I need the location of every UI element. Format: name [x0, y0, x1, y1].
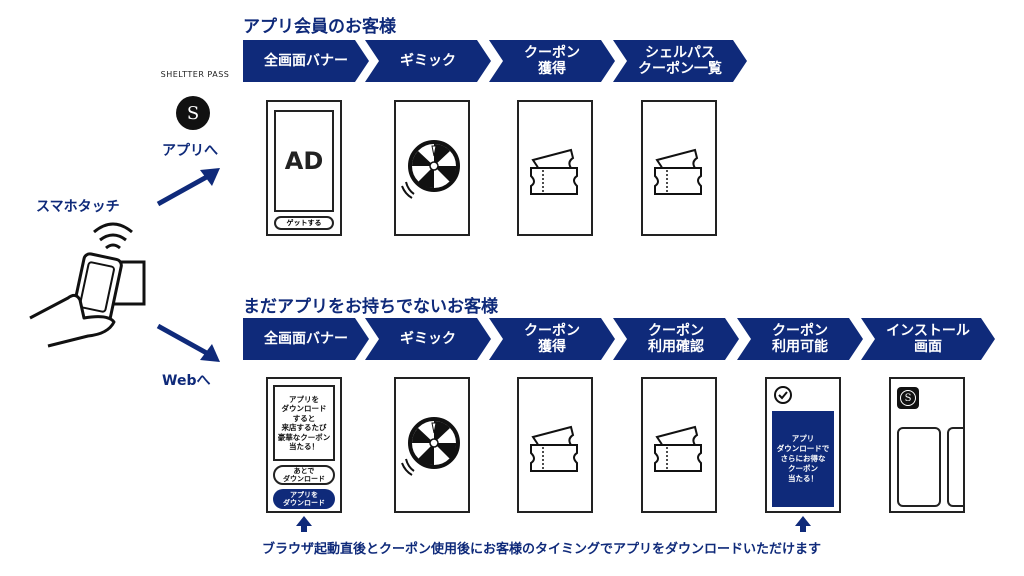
download-app-button[interactable]: アプリを ダウンロード: [273, 489, 335, 509]
arrow-to-app-icon: [156, 168, 220, 207]
banner-message: アプリを ダウンロード すると 来店するたび 豪華なクーポン 当たる！: [273, 385, 335, 461]
web-screen-coupon-get: [517, 377, 593, 513]
up-arrow-icon: [296, 516, 312, 532]
app-step-row: 全画面バナー ギミック クーポン 獲得 シェルパス クーポン一覧: [243, 40, 753, 82]
web-screen-install: S: [889, 377, 965, 513]
web-step-6: インストール 画面: [861, 318, 995, 360]
web-section-title: まだアプリをお持ちでないお客様: [243, 297, 498, 317]
to-app-label: アプリへ: [162, 143, 218, 159]
app-step-1: 全画面バナー: [243, 40, 369, 82]
web-screen-coupon-usable: アプリ ダウンロードで さらにお得な クーポン 当たる！: [765, 377, 841, 513]
coupon-ticket-icon: [530, 148, 578, 195]
ad-text: AD: [284, 147, 324, 175]
web-step-row: 全画面バナー ギミック クーポン 獲得 クーポン 利用確認 クーポン 利用可能 …: [243, 318, 998, 360]
app-screen-banner: AD ゲットする: [266, 100, 342, 236]
web-screen-coupon-confirm: [641, 377, 717, 513]
roulette-wheel-icon: [401, 417, 460, 476]
ad-banner: AD: [274, 110, 334, 212]
screenshot-card: [897, 427, 941, 507]
shelter-pass-logo-icon: S: [176, 96, 210, 130]
up-arrow-icon: [795, 516, 811, 532]
app-step-3: クーポン 獲得: [489, 40, 615, 82]
coupon-ticket-icon: [654, 425, 702, 472]
web-step-1: 全画面バナー: [243, 318, 369, 360]
hand-phone-touch-icon: [29, 222, 146, 348]
app-step-4: シェルパス クーポン一覧: [613, 40, 747, 82]
brand-label: SHELTTER PASS: [160, 70, 230, 79]
app-screen-coupon-list: [641, 100, 717, 236]
arrow-to-web-icon: [156, 323, 220, 362]
web-step-2: ギミック: [365, 318, 491, 360]
app-logo-letter: S: [900, 390, 916, 406]
to-web-label: Webへ: [162, 373, 211, 389]
web-step-3: クーポン 獲得: [489, 318, 615, 360]
roulette-wheel-icon: [401, 140, 460, 199]
web-screen-banner: アプリを ダウンロード すると 来店するたび 豪華なクーポン 当たる！ あとで …: [266, 377, 342, 513]
usable-message-panel: アプリ ダウンロードで さらにお得な クーポン 当たる！: [772, 411, 834, 507]
check-circle-icon: [774, 386, 792, 404]
app-screen-gimmick: [394, 100, 470, 236]
web-screen-gimmick: [394, 377, 470, 513]
later-download-button[interactable]: あとで ダウンロード: [273, 465, 335, 485]
coupon-ticket-icon: [654, 148, 702, 195]
get-button[interactable]: ゲットする: [274, 216, 334, 230]
app-step-2: ギミック: [365, 40, 491, 82]
app-screen-coupon-get: [517, 100, 593, 236]
footer-note: ブラウザ起動直後とクーポン使用後にお客様のタイミングでアプリをダウンロードいただ…: [262, 542, 822, 557]
coupon-ticket-icon: [530, 425, 578, 472]
web-step-4: クーポン 利用確認: [613, 318, 739, 360]
screenshot-card: [947, 427, 963, 507]
app-icon[interactable]: S: [897, 387, 919, 409]
web-step-5: クーポン 利用可能: [737, 318, 863, 360]
app-section-title: アプリ会員のお客様: [243, 17, 396, 37]
touch-label: スマホタッチ: [36, 199, 120, 215]
